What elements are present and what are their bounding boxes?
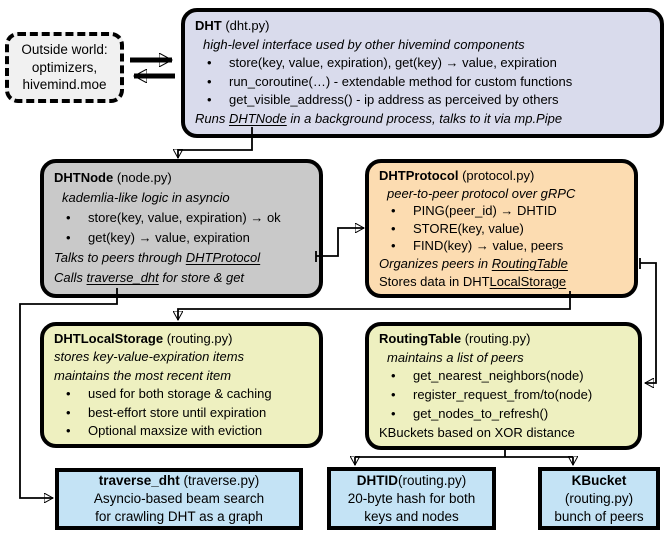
bullet-item: store(key, value, expiration), get(key) …: [195, 54, 652, 73]
bullet-item: get_nearest_neighbors(node): [379, 367, 630, 386]
bullet-item: run_coroutine(…) - extendable method for…: [195, 73, 652, 92]
dhtid-box: DHTID(routing.py) 20-byte hash for both …: [327, 467, 496, 530]
dhtid-box-title: DHTID(routing.py): [357, 472, 467, 490]
dht-box-footer: Runs DHTNode in a background process, ta…: [195, 110, 563, 126]
dhtnode-bullet-list: store(key, value, expiration) → ok get(k…: [54, 208, 311, 248]
routingtable-box: RoutingTable (routing.py) maintains a li…: [365, 322, 642, 450]
bullet-item: get_nodes_to_refresh(): [379, 405, 630, 424]
routingtable-box-footer: KBuckets based on XOR distance: [379, 424, 575, 440]
function-name: traverse_dht: [98, 473, 180, 488]
dhtlocalstorage-box-tagline1: stores key-value-expiration items: [54, 349, 245, 365]
class-name: DHTProtocol: [379, 168, 459, 183]
dhtlocalstorage-box: DHTLocalStorage (routing.py) stores key-…: [40, 322, 323, 448]
routingtable-bullet-list: get_nearest_neighbors(node) register_req…: [379, 367, 630, 423]
kbucket-box-file: (routing.py): [564, 490, 634, 506]
outside-world-line: optimizers,: [31, 59, 98, 75]
connector-dhtprotocol-to-routingtable: [639, 258, 657, 383]
file-name: (node.py): [113, 170, 172, 185]
dhtnode-box-footer1: Talks to peers through DHTProtocol: [54, 250, 261, 265]
dhtprotocol-box: DHTProtocol (protocol.py) peer-to-peer p…: [365, 159, 638, 298]
kbucket-box-line: bunch of peers: [554, 508, 644, 524]
traverse-dht-reference: traverse_dht: [86, 270, 159, 285]
file-name: (dht.py): [221, 18, 270, 33]
outside-world-box: Outside world: optimizers, hivemind.moe: [5, 32, 124, 103]
bullet-item: STORE(key, value): [379, 220, 626, 238]
traverse-dht-box: traverse_dht (traverse.py) Asyncio-based…: [55, 468, 303, 530]
class-name: RoutingTable: [379, 331, 462, 346]
routingtable-box-tagline: maintains a list of peers: [387, 349, 524, 365]
bullet-item: best-effort store until expiration: [54, 404, 311, 423]
kbucket-box: KBucket (routing.py) bunch of peers: [538, 467, 660, 530]
kbucket-box-title: KBucket: [572, 472, 627, 490]
traverse-dht-box-title: traverse_dht (traverse.py): [99, 472, 260, 490]
file-name: (routing.py): [397, 472, 467, 488]
dhtprotocol-box-footer1: Organizes peers in RoutingTable: [379, 255, 568, 271]
bullet-item: Optional maxsize with eviction: [54, 422, 311, 441]
file-name: (routing.py): [163, 331, 233, 346]
file-name: (traverse.py): [179, 473, 260, 488]
class-name: DHT: [195, 18, 222, 33]
connector-dhtnode-to-dhtprotocol: [315, 228, 364, 262]
class-name: DHTNode: [54, 170, 114, 185]
traverse-dht-box-line: for crawling DHT as a graph: [95, 509, 263, 524]
class-name: DHTID: [356, 472, 398, 488]
dhtid-box-line: 20-byte hash for both: [347, 490, 476, 506]
dhtnode-box: DHTNode (node.py) kademlia-like logic in…: [40, 159, 323, 298]
class-name: DHTLocalStorage: [54, 331, 164, 346]
connector-routingtable-to-children: [355, 449, 573, 465]
bullet-item: register_request_from/to(node): [379, 386, 630, 405]
routingtable-reference: RoutingTable: [491, 255, 568, 271]
dht-box-tagline: high-level interface used by other hivem…: [203, 36, 525, 52]
bullet-item: get(key) → value, expiration: [54, 228, 311, 248]
bullet-item: store(key, value, expiration) → ok: [54, 208, 311, 228]
file-name: (routing.py): [461, 331, 531, 346]
dhtprotocol-bullet-list: PING(peer_id) → DHTID STORE(key, value) …: [379, 202, 626, 255]
dhtprotocol-box-tagline: peer-to-peer protocol over gRPC: [387, 185, 576, 201]
dhtnode-box-footer2: Calls traverse_dht for store & get: [54, 270, 245, 285]
dhtid-box-line: keys and nodes: [364, 508, 459, 524]
dhtlocalstorage-box-tagline2: maintains the most recent item: [54, 367, 232, 383]
dhtnode-box-title: DHTNode (node.py): [54, 168, 311, 188]
dhtprotocol-box-title: DHTProtocol (protocol.py): [379, 167, 626, 185]
dhtprotocol-reference: DHTProtocol: [185, 250, 261, 265]
dhtnode-box-tagline: kademlia-like logic in asyncio: [62, 190, 230, 205]
outside-world-line: hivemind.moe: [22, 77, 107, 93]
dhtprotocol-box-footer2: Stores data in DHTLocalStorage: [379, 273, 567, 289]
dht-bullet-list: store(key, value, expiration), get(key) …: [195, 54, 652, 110]
routingtable-box-title: RoutingTable (routing.py): [379, 330, 630, 349]
outside-world-line: Outside world:: [21, 42, 108, 58]
traverse-dht-box-line: Asyncio-based beam search: [93, 491, 265, 506]
localstorage-reference: LocalStorage: [489, 273, 567, 289]
dhtnode-reference: DHTNode: [228, 110, 287, 126]
dht-box: DHT (dht.py) high-level interface used b…: [181, 8, 664, 138]
bullet-item: get_visible_address() - ip address as pe…: [195, 91, 652, 110]
bullet-item: used for both storage & caching: [54, 385, 311, 404]
bullet-item: PING(peer_id) → DHTID: [379, 202, 626, 220]
bullet-item: FIND(key) → value, peers: [379, 237, 626, 255]
file-name: (protocol.py): [458, 168, 535, 183]
dhtlocalstorage-box-title: DHTLocalStorage (routing.py): [54, 330, 311, 348]
class-name: KBucket: [571, 472, 627, 488]
dhtlocalstorage-bullet-list: used for both storage & caching best-eff…: [54, 385, 311, 441]
dht-box-title: DHT (dht.py): [195, 17, 652, 36]
